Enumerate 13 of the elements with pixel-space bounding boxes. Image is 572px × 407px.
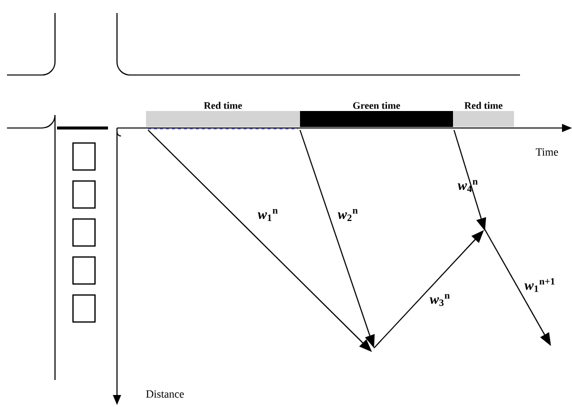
signal-bar: Red time xyxy=(453,102,514,127)
signal-bar: Red time xyxy=(146,102,300,127)
node-label: Red time xyxy=(204,102,242,109)
node-label: Green time xyxy=(353,102,400,109)
wave-label: w$_{1}$n+1 xyxy=(524,278,555,292)
axis-label: Distance xyxy=(146,390,184,398)
wave-label: w$_{1}$n xyxy=(258,209,278,221)
wave-label: w$_{3}$n xyxy=(430,294,450,306)
signal-bar: Green time xyxy=(300,102,453,127)
node-label: Red time xyxy=(464,102,502,109)
wave-label: w$_{2}$n xyxy=(338,209,358,221)
axis-label: Time xyxy=(536,148,558,156)
wave-label: w$_{4}$n xyxy=(458,180,478,192)
